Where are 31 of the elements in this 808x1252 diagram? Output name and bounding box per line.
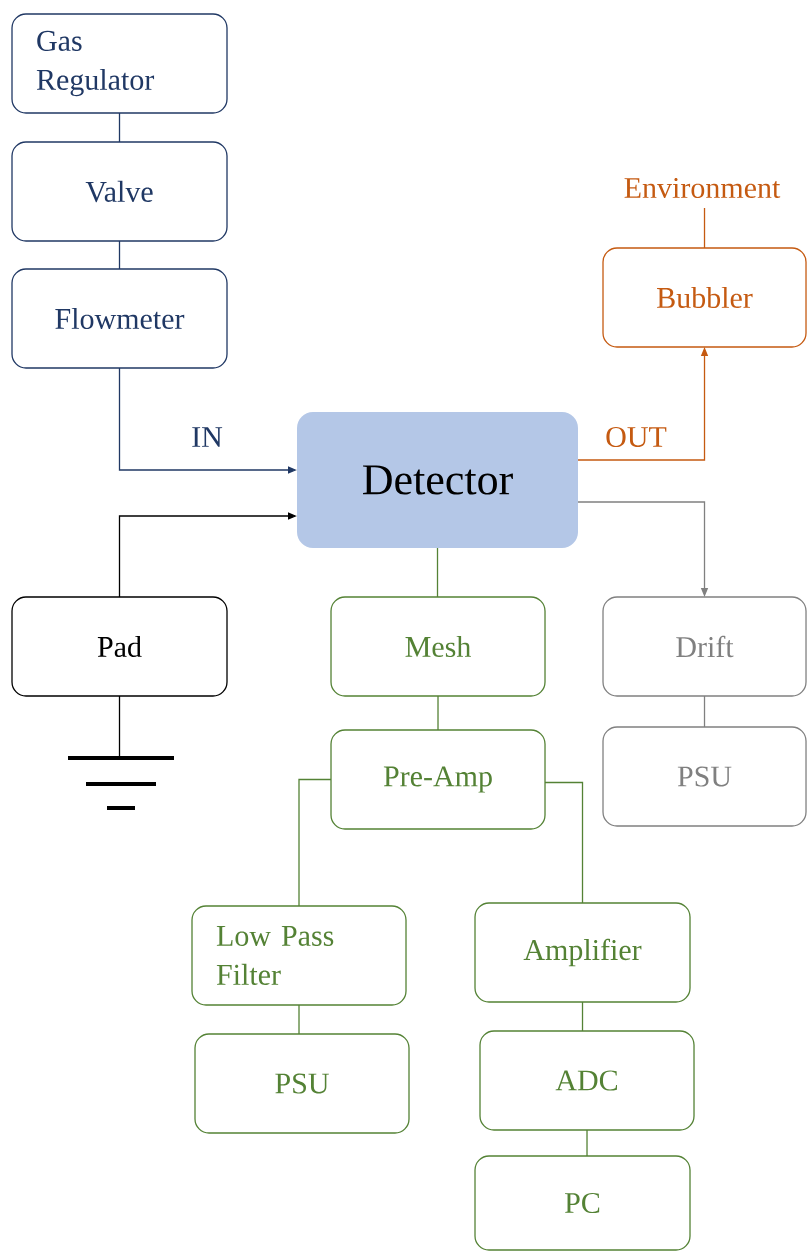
detector-box: Detector [297,412,578,548]
process-box: Gas Regulator [11,13,228,114]
connector-line [703,695,706,728]
edge-label: IN [190,426,224,448]
process-box: Low Pass Filter [191,905,407,1006]
process-box: PSU [194,1033,410,1134]
connector-line [703,207,706,249]
process-box: Pre-Amp [330,729,546,830]
connector-line [298,1004,300,1035]
connector-line [586,1129,588,1157]
process-box: Pad [11,596,228,697]
connector-line [437,695,439,731]
connector-line [581,1001,584,1032]
connector-line [118,240,121,270]
connector-line [298,778,332,907]
process-box: Valve [11,141,228,242]
process-box: Mesh [330,596,546,697]
process-box: Amplifier [474,902,691,1003]
process-box: Flowmeter [11,268,228,369]
process-box: Drift [602,596,807,697]
connector-line [544,781,584,904]
node-text: Environment [624,177,781,199]
connector-line [436,547,439,598]
process-box: PC [474,1155,691,1251]
edge-label: OUT [604,425,668,449]
process-box: PSU [602,726,807,827]
connector-line [118,695,121,757]
connector-line [118,112,121,143]
process-box: Bubbler [602,247,807,348]
ground-symbol [68,756,174,810]
process-box: ADC [479,1030,695,1131]
